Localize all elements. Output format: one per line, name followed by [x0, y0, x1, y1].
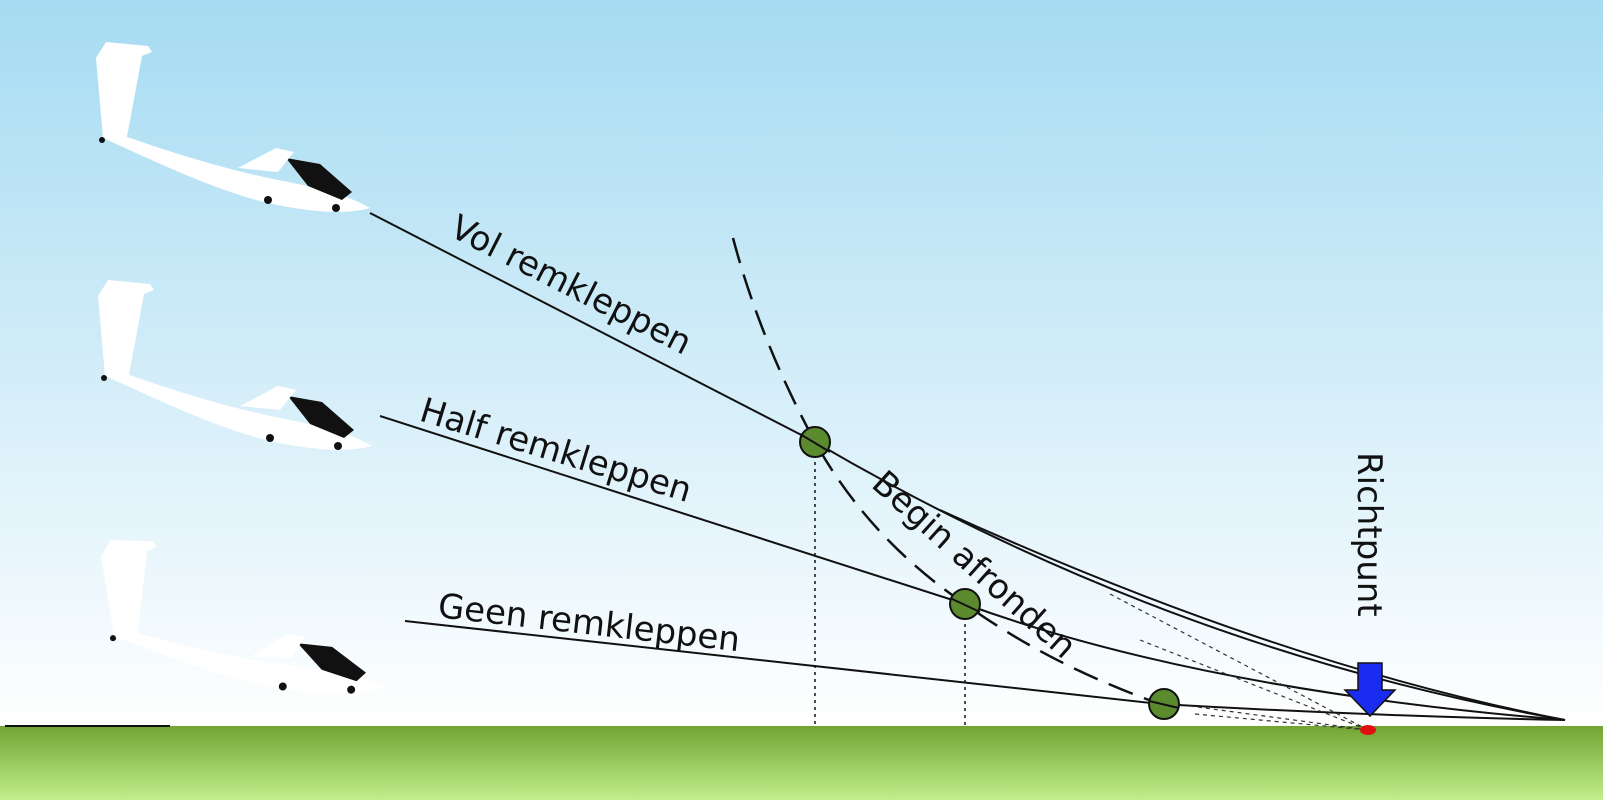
sky-background	[0, 0, 1603, 730]
no-brakes-approach-path	[404, 620, 1566, 721]
touchdown-point	[1360, 725, 1376, 735]
flare-marker	[799, 426, 831, 458]
sightline	[1139, 639, 1369, 731]
flare-marker	[1148, 688, 1180, 720]
full-brakes-approach-path	[369, 212, 1566, 721]
flare-marker	[949, 588, 981, 620]
arrow-down-icon	[1343, 662, 1397, 718]
sightline	[1109, 593, 1369, 731]
sightline	[1194, 713, 1369, 731]
flare-guide-line	[939, 509, 1566, 721]
label-aim-point: Richtpunt	[1349, 452, 1389, 617]
sightline	[1189, 705, 1369, 731]
half-brakes-approach-path	[379, 415, 1566, 721]
ground	[0, 726, 1603, 800]
flare-start-curve	[731, 237, 1161, 706]
